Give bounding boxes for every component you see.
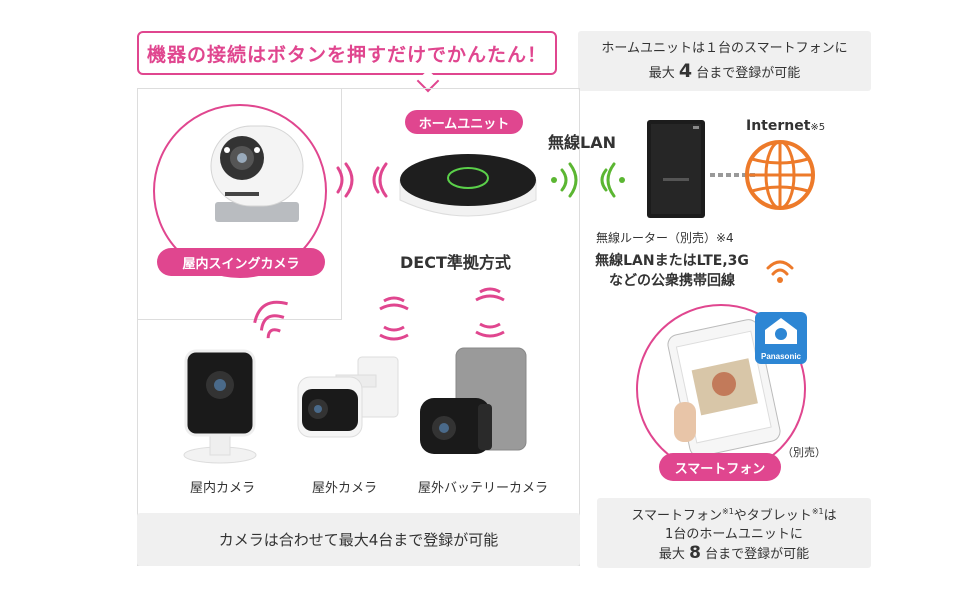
globe-icon bbox=[745, 140, 815, 210]
smartphone-label: スマートフォン bbox=[659, 453, 781, 481]
device-info-line1: スマートフォン※1やタブレット※1は bbox=[631, 506, 837, 524]
camera-signal-icon bbox=[253, 300, 288, 339]
router-label: 無線ルーター（別売）※4 bbox=[596, 231, 734, 245]
wifi-wave-icon bbox=[551, 162, 625, 198]
camera-limit-text: カメラは合わせて最大4台まで登録が可能 bbox=[218, 530, 499, 549]
indoor-camera-image bbox=[183, 349, 257, 464]
device-info-max-number: 8 bbox=[689, 543, 701, 564]
outdoor-battery-camera-label: 屋外バッテリーカメラ bbox=[418, 481, 549, 496]
camera-signal-icon bbox=[379, 296, 409, 341]
smartphone-image bbox=[667, 319, 781, 457]
camera-limit-box: カメラは合わせて最大4台まで登録が可能 bbox=[137, 513, 580, 566]
outdoor-camera-image bbox=[297, 356, 399, 438]
home-info-line1: ホームユニットは１台のスマートフォンに bbox=[601, 40, 848, 56]
house-icon bbox=[765, 318, 797, 344]
camera-signal-icon bbox=[475, 287, 505, 338]
mobile-network-text: 無線LANまたはLTE,3G などの公衆携帯回線 bbox=[595, 253, 749, 289]
wireless-lan-label: 無線LAN bbox=[548, 133, 616, 152]
router-image bbox=[647, 120, 705, 218]
indoor-swing-camera-image bbox=[210, 125, 304, 222]
device-info-line3: 最大 8 台まで登録が可能 bbox=[658, 543, 810, 564]
indoor-camera-label: 屋内カメラ bbox=[190, 481, 256, 496]
outdoor-battery-camera-image bbox=[420, 347, 527, 454]
headline-callout: 機器の接続はボタンを押すだけでかんたん！ bbox=[137, 31, 557, 75]
home-unit-info-box: ホームユニットは１台のスマートフォンに 最大 4 台まで登録が可能 bbox=[578, 31, 871, 91]
mobile-signal-icon bbox=[766, 260, 794, 283]
signal-wave-icon bbox=[336, 162, 388, 198]
headline-text: 機器の接続はボタンを押すだけでかんたん！ bbox=[146, 43, 547, 66]
home-info-max-number: 4 bbox=[678, 59, 693, 82]
outdoor-camera-label: 屋外カメラ bbox=[312, 481, 378, 496]
smartphone-sold-separately: （別売） bbox=[782, 446, 826, 459]
dect-protocol-label: DECT準拠方式 bbox=[400, 253, 511, 272]
device-info-box: スマートフォン※1やタブレット※1は 1台のホームユニットに 最大 8 台まで登… bbox=[597, 498, 871, 568]
home-info-line2: 最大 4 台まで登録が可能 bbox=[648, 59, 801, 82]
home-unit-label: ホームユニット bbox=[405, 110, 523, 134]
indoor-swing-camera-label: 屋内スイングカメラ bbox=[157, 248, 325, 276]
app-icon-label: Panasonic bbox=[760, 352, 801, 361]
home-unit-image bbox=[399, 154, 537, 217]
device-info-line2: 1台のホームユニットに bbox=[665, 527, 803, 543]
panasonic-app-icon: Panasonic bbox=[755, 312, 807, 364]
internet-label: Internet※5 bbox=[746, 118, 826, 134]
